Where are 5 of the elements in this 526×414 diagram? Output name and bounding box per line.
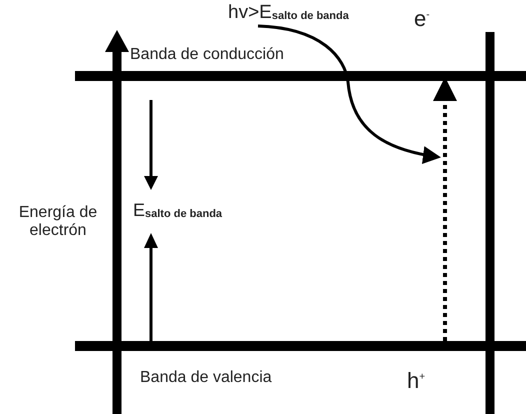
axis-label: Energía de electrón	[18, 204, 98, 240]
photon-arrow	[258, 24, 441, 164]
hole-label: h$^{+}$	[407, 368, 426, 394]
band-gap-label: E$_{salto de banda}$	[133, 200, 222, 221]
electron-label: e$^{-}$	[414, 6, 430, 32]
